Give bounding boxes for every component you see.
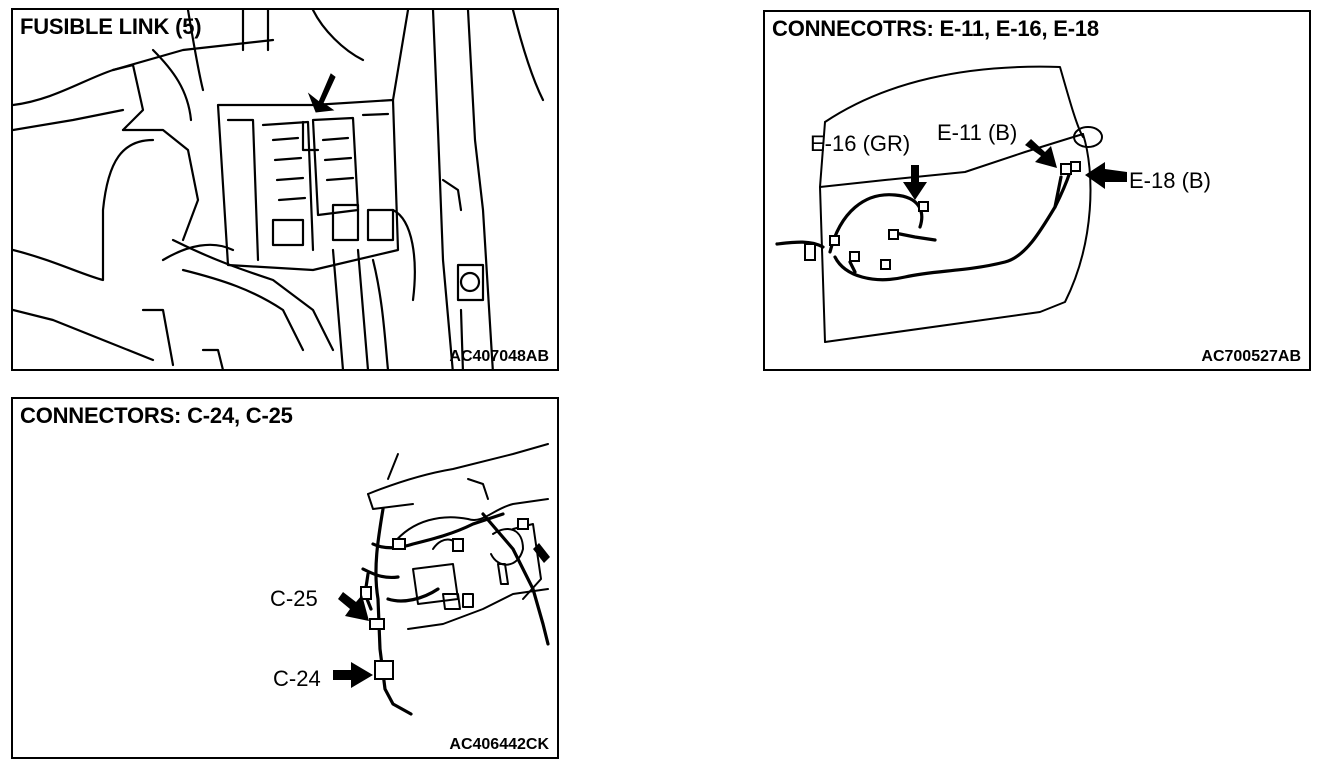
callout-e16: E-16 (GR) [810,131,911,156]
arrow-icon [1085,162,1127,189]
panel-title: FUSIBLE LINK (5) [20,14,202,39]
figure-code: AC407048AB [449,348,549,365]
arrow-icon [338,592,369,621]
fusible-link-illustration [13,10,545,369]
figure-code: AC700527AB [1201,348,1301,365]
arrow-icon [903,165,927,200]
arrow-icon [1025,139,1057,168]
connectors-e-panel: CONNECOTRS: E-11, E-16, E-18 E-16 (GR) E… [763,10,1311,371]
dashboard-harness-illustration [333,443,550,716]
panel-title: CONNECTORS: C-24, C-25 [20,403,293,428]
callout-e11: E-11 (B) [937,120,1018,145]
arrow-icon [333,662,373,688]
callout-c24: C-24 [273,666,321,691]
panel-title: CONNECOTRS: E-11, E-16, E-18 [772,16,1099,41]
figure-code: AC406442CK [449,736,549,753]
arrow-icon [533,543,550,563]
door-harness-illustration [775,65,1127,343]
connectors-c-panel: CONNECTORS: C-24, C-25 C-25 C-24 AC40644… [11,397,559,759]
fusible-link-panel: FUSIBLE LINK (5) AC407048AB [11,8,559,371]
callout-e18: E-18 (B) [1129,168,1211,193]
arrow-icon [307,73,336,113]
callout-c25: C-25 [270,586,318,611]
